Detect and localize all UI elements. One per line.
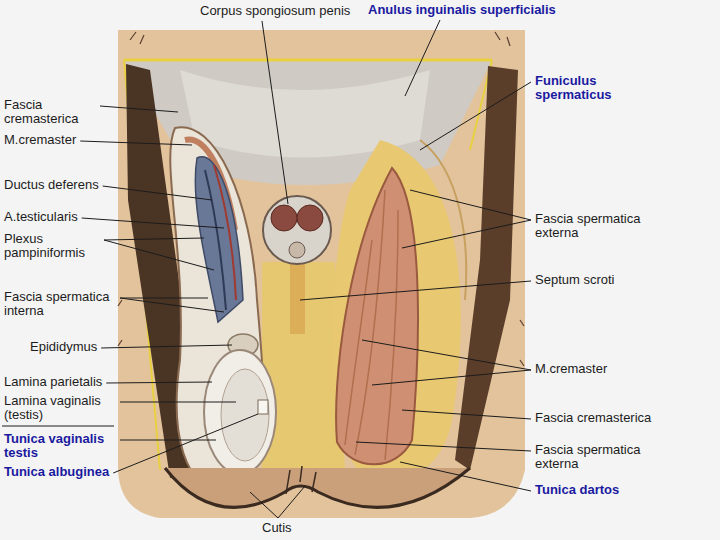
- leader-line: [101, 345, 232, 348]
- leader-line: [278, 486, 305, 518]
- testis-cut: [258, 400, 268, 414]
- frame-line: [124, 59, 492, 62]
- leader-line: [103, 186, 212, 200]
- anatomy-label: Plexus pampiniformis: [4, 232, 100, 260]
- anatomy-label: Funiculus spermaticus: [535, 74, 665, 102]
- anatomy-label: Fascia cremasterica: [4, 98, 96, 126]
- anatomy-label: Tunica dartos: [535, 483, 619, 497]
- anatomy-label: Septum scroti: [535, 273, 614, 287]
- corpus-cavernosum: [297, 205, 323, 231]
- leader-line: [362, 340, 531, 370]
- leader-line: [402, 410, 531, 419]
- pampiniform-plexus: [195, 157, 243, 322]
- fat-layer: [262, 262, 345, 470]
- leader-line: [80, 141, 192, 145]
- leader-line: [120, 298, 208, 299]
- anatomy-label: M.cremaster: [535, 362, 607, 376]
- leader-line: [372, 370, 531, 385]
- testis-inner: [221, 369, 269, 461]
- anatomy-label: M.cremaster: [4, 133, 76, 147]
- anatomy-label: Anulus inguinalis superficialis: [368, 3, 556, 17]
- muscle-fibres: [345, 190, 398, 460]
- hair: [118, 32, 524, 366]
- penis-root: [290, 262, 305, 334]
- anatomy-label: Fascia spermatica interna: [4, 290, 116, 318]
- anatomy-label: Fascia spermatica externa: [535, 212, 665, 240]
- leader-line: [402, 220, 531, 248]
- testis: [204, 350, 276, 474]
- leader-line: [300, 281, 531, 300]
- corpus-cavernosum: [271, 205, 297, 231]
- anatomy-label: Lamina vaginalis (testis): [4, 394, 116, 422]
- leader-line: [405, 20, 440, 96]
- anatomy-label: Lamina parietalis: [4, 375, 102, 389]
- bracket-line: [2, 426, 114, 427]
- cremaster-muscle: [336, 168, 418, 464]
- leader-line: [100, 106, 178, 112]
- leader-line: [120, 440, 216, 441]
- anatomy-label: Fascia cremasterica: [535, 411, 651, 425]
- penis-section: [263, 196, 331, 264]
- anatomy-label: Cutis: [262, 521, 292, 535]
- anatomy-label: Corpus spongiosum penis: [200, 4, 350, 18]
- hair: [286, 466, 316, 494]
- vessel-line: [205, 170, 226, 310]
- anatomy-label: Fascia spermatica externa: [535, 443, 665, 471]
- leader-line: [250, 492, 278, 518]
- skin-flap: [118, 30, 525, 518]
- leader-line: [262, 21, 288, 204]
- fascia-edge: [420, 140, 466, 300]
- artery-line: [214, 165, 236, 300]
- leader-line: [106, 382, 212, 383]
- anatomy-label: Tunica vaginalis testis: [4, 432, 116, 460]
- anatomy-label: Tunica albuginea: [4, 465, 109, 479]
- leader-line: [113, 414, 258, 473]
- anatomy-label: A.testicularis: [4, 210, 78, 224]
- corpus-spongiosum: [289, 242, 305, 258]
- leader-line: [104, 238, 204, 240]
- anatomy-label: Epididymus: [30, 340, 97, 354]
- leader-line: [82, 218, 224, 228]
- leader-line: [120, 402, 236, 403]
- leader-line: [356, 442, 531, 451]
- fat-layer: [333, 140, 461, 480]
- leader-line: [410, 190, 531, 220]
- anatomy-label: Ductus deferens: [4, 178, 99, 192]
- scrotum-outline: [165, 468, 470, 507]
- leader-line: [400, 462, 531, 491]
- leader-line: [104, 240, 214, 270]
- leader-line: [420, 82, 531, 150]
- leader-line: [120, 298, 224, 312]
- shadow-band: [455, 66, 518, 470]
